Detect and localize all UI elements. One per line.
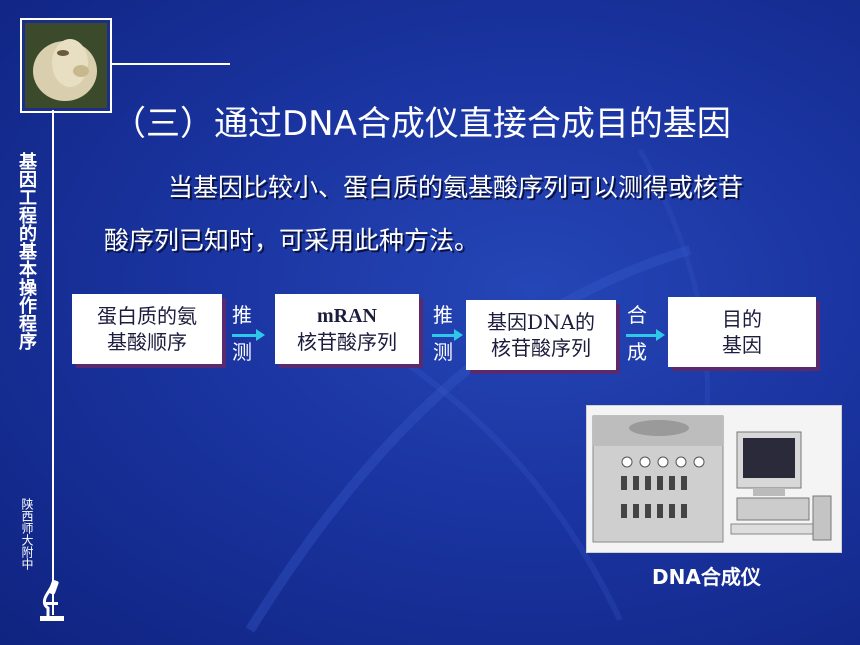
- box3-line2: 核苷酸序列: [491, 336, 591, 360]
- arrow2: [432, 329, 463, 341]
- box3-line1: 基因DNA的: [487, 310, 595, 334]
- caption-text: DNA合成仪: [652, 565, 761, 589]
- box-target-gene: 目的 基因: [668, 297, 816, 367]
- box-gene-dna: 基因DNA的 核苷酸序列: [466, 300, 616, 370]
- box4-line2: 基因: [722, 333, 762, 357]
- arrow1-label-bottom: 测: [232, 340, 252, 364]
- arrow1: [232, 329, 265, 341]
- title-text: （三）通过DNA合成仪直接合成目的基因: [112, 104, 731, 144]
- box2-line2: 核苷酸序列: [297, 330, 397, 354]
- arrow2-label-bottom: 测: [433, 340, 453, 364]
- paragraph-line-2: 酸序列已知时，可采用此种方法。: [104, 226, 480, 255]
- box2-line1: mRAN: [317, 305, 377, 327]
- box1-line1: 蛋白质的氨: [97, 304, 197, 328]
- box-protein-sequence: 蛋白质的氨 基酸顺序: [72, 294, 222, 364]
- arrow2-label-top: 推: [433, 303, 453, 327]
- arrow3-label-top: 合: [627, 303, 647, 327]
- synthesizer-caption: DNA合成仪: [652, 561, 761, 590]
- arrow3-label-bottom: 成: [627, 340, 647, 364]
- school-name: 陕西师大附中: [20, 498, 34, 570]
- box-mrna: mRAN 核苷酸序列: [275, 294, 419, 364]
- sheep-photo: [20, 18, 112, 113]
- dna-synthesizer-photo: [586, 405, 842, 553]
- arrow1-label-top: 推: [232, 303, 252, 327]
- side-title: 基因工程的基本操作程序: [16, 152, 37, 350]
- slide-title: （三）通过DNA合成仪直接合成目的基因: [112, 96, 731, 145]
- sidebar-rule: [52, 110, 54, 615]
- box1-line2: 基酸顺序: [107, 330, 187, 354]
- paragraph-line-1: 当基因比较小、蛋白质的氨基酸序列可以测得或核苷: [168, 173, 744, 202]
- header-rule: [110, 63, 230, 65]
- arrow3: [626, 329, 665, 341]
- microscope-icon: [40, 579, 64, 621]
- box4-line1: 目的: [722, 307, 762, 331]
